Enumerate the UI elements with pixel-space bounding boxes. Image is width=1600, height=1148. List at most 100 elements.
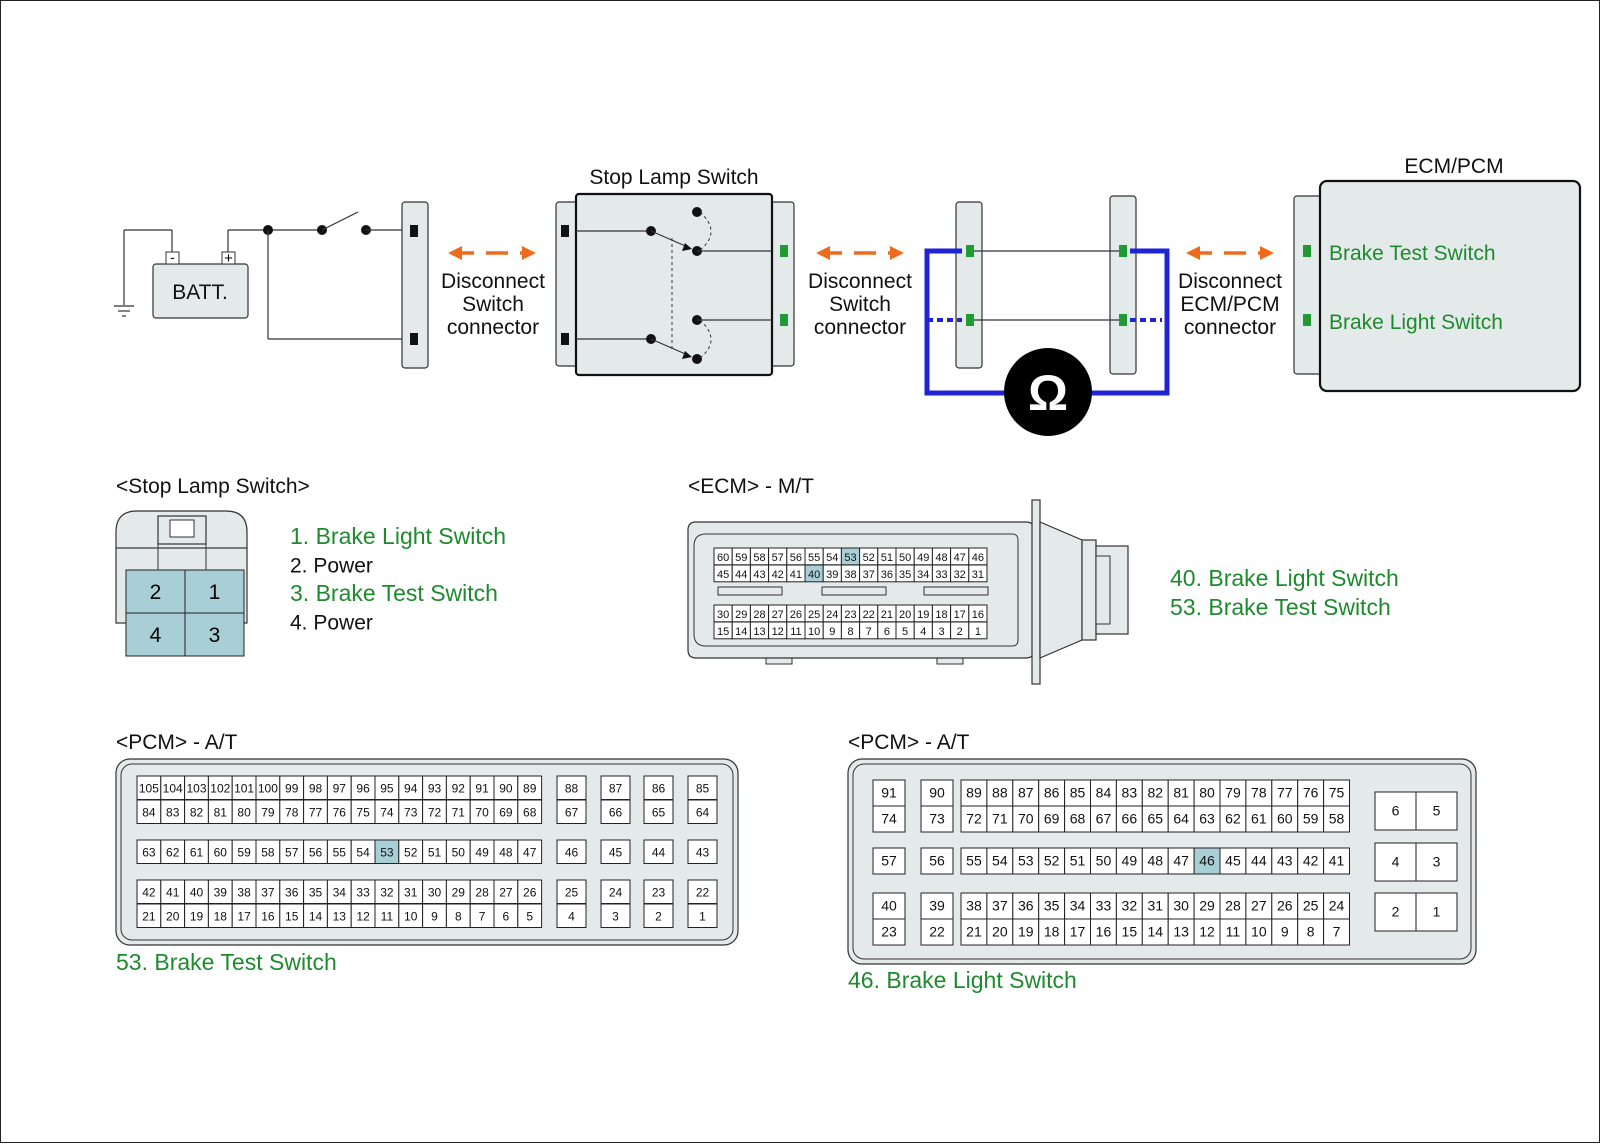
pin-number: 24 xyxy=(1329,898,1345,914)
pin-number: 53 xyxy=(380,845,394,859)
pin-number: 50 xyxy=(1096,853,1112,869)
pin-number: 63 xyxy=(1199,811,1215,827)
pin-cell xyxy=(920,918,954,946)
pin-cell xyxy=(1115,779,1143,807)
pcm-at-1-title: <PCM> - A/T xyxy=(116,731,238,754)
pin-cell xyxy=(1038,918,1066,946)
pin-cell xyxy=(1323,779,1350,807)
pin-number: 54 xyxy=(826,552,838,564)
pin-number: 101 xyxy=(234,781,254,795)
pin-number: 56 xyxy=(929,853,945,869)
pin-cell xyxy=(556,903,587,928)
pin-number: 54 xyxy=(992,853,1008,869)
pin-number: 87 xyxy=(609,781,623,795)
pin-number: 57 xyxy=(881,853,897,869)
pin-number: 86 xyxy=(1044,785,1060,801)
pin-number: 91 xyxy=(475,781,489,795)
pin-number: 71 xyxy=(992,811,1008,827)
disconnect-label-line3: connector xyxy=(814,316,906,339)
pin-number: 26 xyxy=(1277,898,1293,914)
pin-number: 82 xyxy=(1147,785,1163,801)
pin-number: 21 xyxy=(966,924,982,940)
pin-cell xyxy=(920,847,954,875)
ohm-symbol: Ω xyxy=(1028,365,1068,421)
pin-number: 58 xyxy=(261,845,275,859)
pin-number: 75 xyxy=(1329,785,1345,801)
pin-number: 10 xyxy=(808,626,820,638)
disconnect-label-line3: connector xyxy=(447,316,539,339)
pin-cell xyxy=(1219,847,1247,875)
pin-cell xyxy=(1038,847,1066,875)
pin-cell xyxy=(1415,842,1458,882)
pin-number: 73 xyxy=(929,811,945,827)
pin-number: 43 xyxy=(1277,853,1293,869)
pin-number: 90 xyxy=(929,785,945,801)
pin-number: 2 xyxy=(150,581,162,604)
pin-number: 6 xyxy=(884,626,890,638)
pin-cell xyxy=(960,918,988,946)
pin-number: 9 xyxy=(829,626,835,638)
pin-cell xyxy=(968,621,988,640)
pin-number: 36 xyxy=(881,569,893,581)
pin-number: 100 xyxy=(258,781,278,795)
pin-number: 61 xyxy=(1251,811,1267,827)
pin-number: 97 xyxy=(333,781,347,795)
pin-number: 12 xyxy=(772,626,784,638)
pin-number: 103 xyxy=(186,781,206,795)
pin-cell xyxy=(1012,918,1040,946)
pin-number: 62 xyxy=(1225,811,1241,827)
pin-number: 48 xyxy=(499,845,513,859)
circuit: - + BATT. Disconnect Switch connector St… xyxy=(114,155,1582,436)
ecm-pin-brake-test-switch: Brake Test Switch xyxy=(1329,242,1496,265)
pin-number: 67 xyxy=(1096,811,1112,827)
pin-number: 32 xyxy=(380,885,394,899)
pin-cell xyxy=(1141,805,1169,833)
pin-number: 56 xyxy=(790,552,802,564)
pin-number: 69 xyxy=(499,805,513,819)
pin-number: 50 xyxy=(452,845,466,859)
stop-lamp-switch-title: Stop Lamp Switch xyxy=(589,166,758,189)
pin-number: 49 xyxy=(917,552,929,564)
double-arrow-icon xyxy=(816,246,904,260)
pin-cell xyxy=(687,799,718,824)
pin-number: 8 xyxy=(455,909,462,923)
pin-cell xyxy=(1245,892,1273,920)
pin-number: 43 xyxy=(753,569,765,581)
pin-number: 2 xyxy=(655,909,662,923)
pin-number: 27 xyxy=(499,885,513,899)
pin-number: 61 xyxy=(190,845,204,859)
pin-cell xyxy=(643,799,674,824)
pin-number: 1 xyxy=(975,626,981,638)
pin-number: 22 xyxy=(863,609,875,621)
pin-number: 81 xyxy=(214,805,228,819)
pin-number: 73 xyxy=(404,805,418,819)
pin-number: 65 xyxy=(652,805,666,819)
pin-number: 7 xyxy=(1333,924,1341,940)
pin-number: 5 xyxy=(902,626,908,638)
pin-number: 17 xyxy=(954,609,966,621)
pin-number: 11 xyxy=(381,909,394,923)
pin-cell xyxy=(687,839,718,864)
pin-cell xyxy=(1193,918,1221,946)
pin-number: 51 xyxy=(881,552,893,564)
pin-number: 93 xyxy=(428,781,442,795)
pcm-at-2-title: <PCM> - A/T xyxy=(848,731,970,754)
pin-number: 38 xyxy=(237,885,251,899)
pin-cell xyxy=(1064,918,1091,946)
pin-cell xyxy=(1271,892,1299,920)
pin-number: 3 xyxy=(1433,854,1441,870)
pin-cell xyxy=(643,903,674,928)
pin-cell xyxy=(1012,805,1040,833)
pin-number: 70 xyxy=(1018,811,1034,827)
pin-cell xyxy=(1012,847,1040,875)
pin-number: 78 xyxy=(285,805,299,819)
pin-number: 85 xyxy=(1070,785,1086,801)
pin-number: 50 xyxy=(899,552,911,564)
battery-minus-label: - xyxy=(170,249,175,265)
pin-number: 65 xyxy=(1147,811,1163,827)
pin-cell xyxy=(1115,805,1143,833)
pin-cell xyxy=(1038,779,1066,807)
pin-cell xyxy=(986,847,1014,875)
